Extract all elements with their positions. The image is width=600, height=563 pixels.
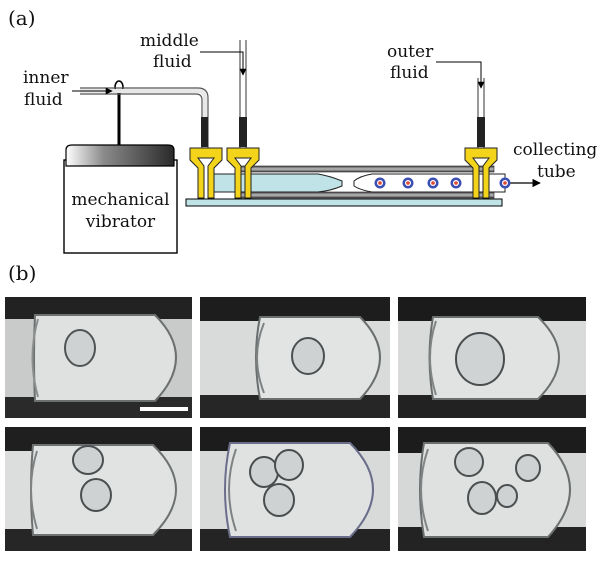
panel-a-label: (a) bbox=[8, 6, 36, 30]
micrograph-4 bbox=[5, 427, 192, 551]
vibrator-label-1: mechanical bbox=[71, 190, 170, 210]
device-schematic bbox=[63, 40, 541, 254]
connector-middle bbox=[226, 147, 260, 199]
middle-fluid-capillary bbox=[239, 40, 247, 148]
square-tube-bottom bbox=[235, 191, 495, 199]
collecting-tube-label-2: tube bbox=[537, 162, 576, 182]
connector-left bbox=[189, 147, 223, 199]
outer-fluid-label-1: outer bbox=[387, 42, 434, 62]
scale-bar bbox=[140, 407, 188, 411]
double-emulsion-droplets bbox=[374, 177, 511, 189]
vibrator-label-2: vibrator bbox=[85, 212, 156, 232]
outer-fluid-arrow bbox=[436, 61, 485, 89]
micrograph-3 bbox=[398, 297, 586, 418]
inner-fluid-label-2: fluid bbox=[24, 90, 63, 110]
injection-capillary bbox=[207, 173, 343, 193]
micrograph-5 bbox=[200, 427, 390, 551]
middle-fluid-arrow bbox=[200, 51, 247, 76]
panel-b-label: (b) bbox=[8, 261, 37, 285]
micrograph-1 bbox=[5, 297, 192, 418]
micrograph-2 bbox=[200, 297, 390, 418]
middle-fluid-label-1: middle bbox=[140, 31, 199, 51]
inner-fluid-label-1: inner bbox=[23, 68, 69, 88]
connector-right bbox=[464, 147, 498, 199]
outer-fluid-label-2: fluid bbox=[390, 63, 429, 83]
micrograph-6 bbox=[398, 427, 586, 551]
glass-slide bbox=[185, 198, 503, 207]
middle-fluid-label-2: fluid bbox=[153, 52, 192, 72]
collecting-tube-label-1: collecting bbox=[513, 140, 598, 160]
inner-fluid-capillary bbox=[80, 87, 209, 148]
outer-fluid-capillary bbox=[477, 78, 485, 148]
square-tube-top bbox=[235, 165, 495, 173]
